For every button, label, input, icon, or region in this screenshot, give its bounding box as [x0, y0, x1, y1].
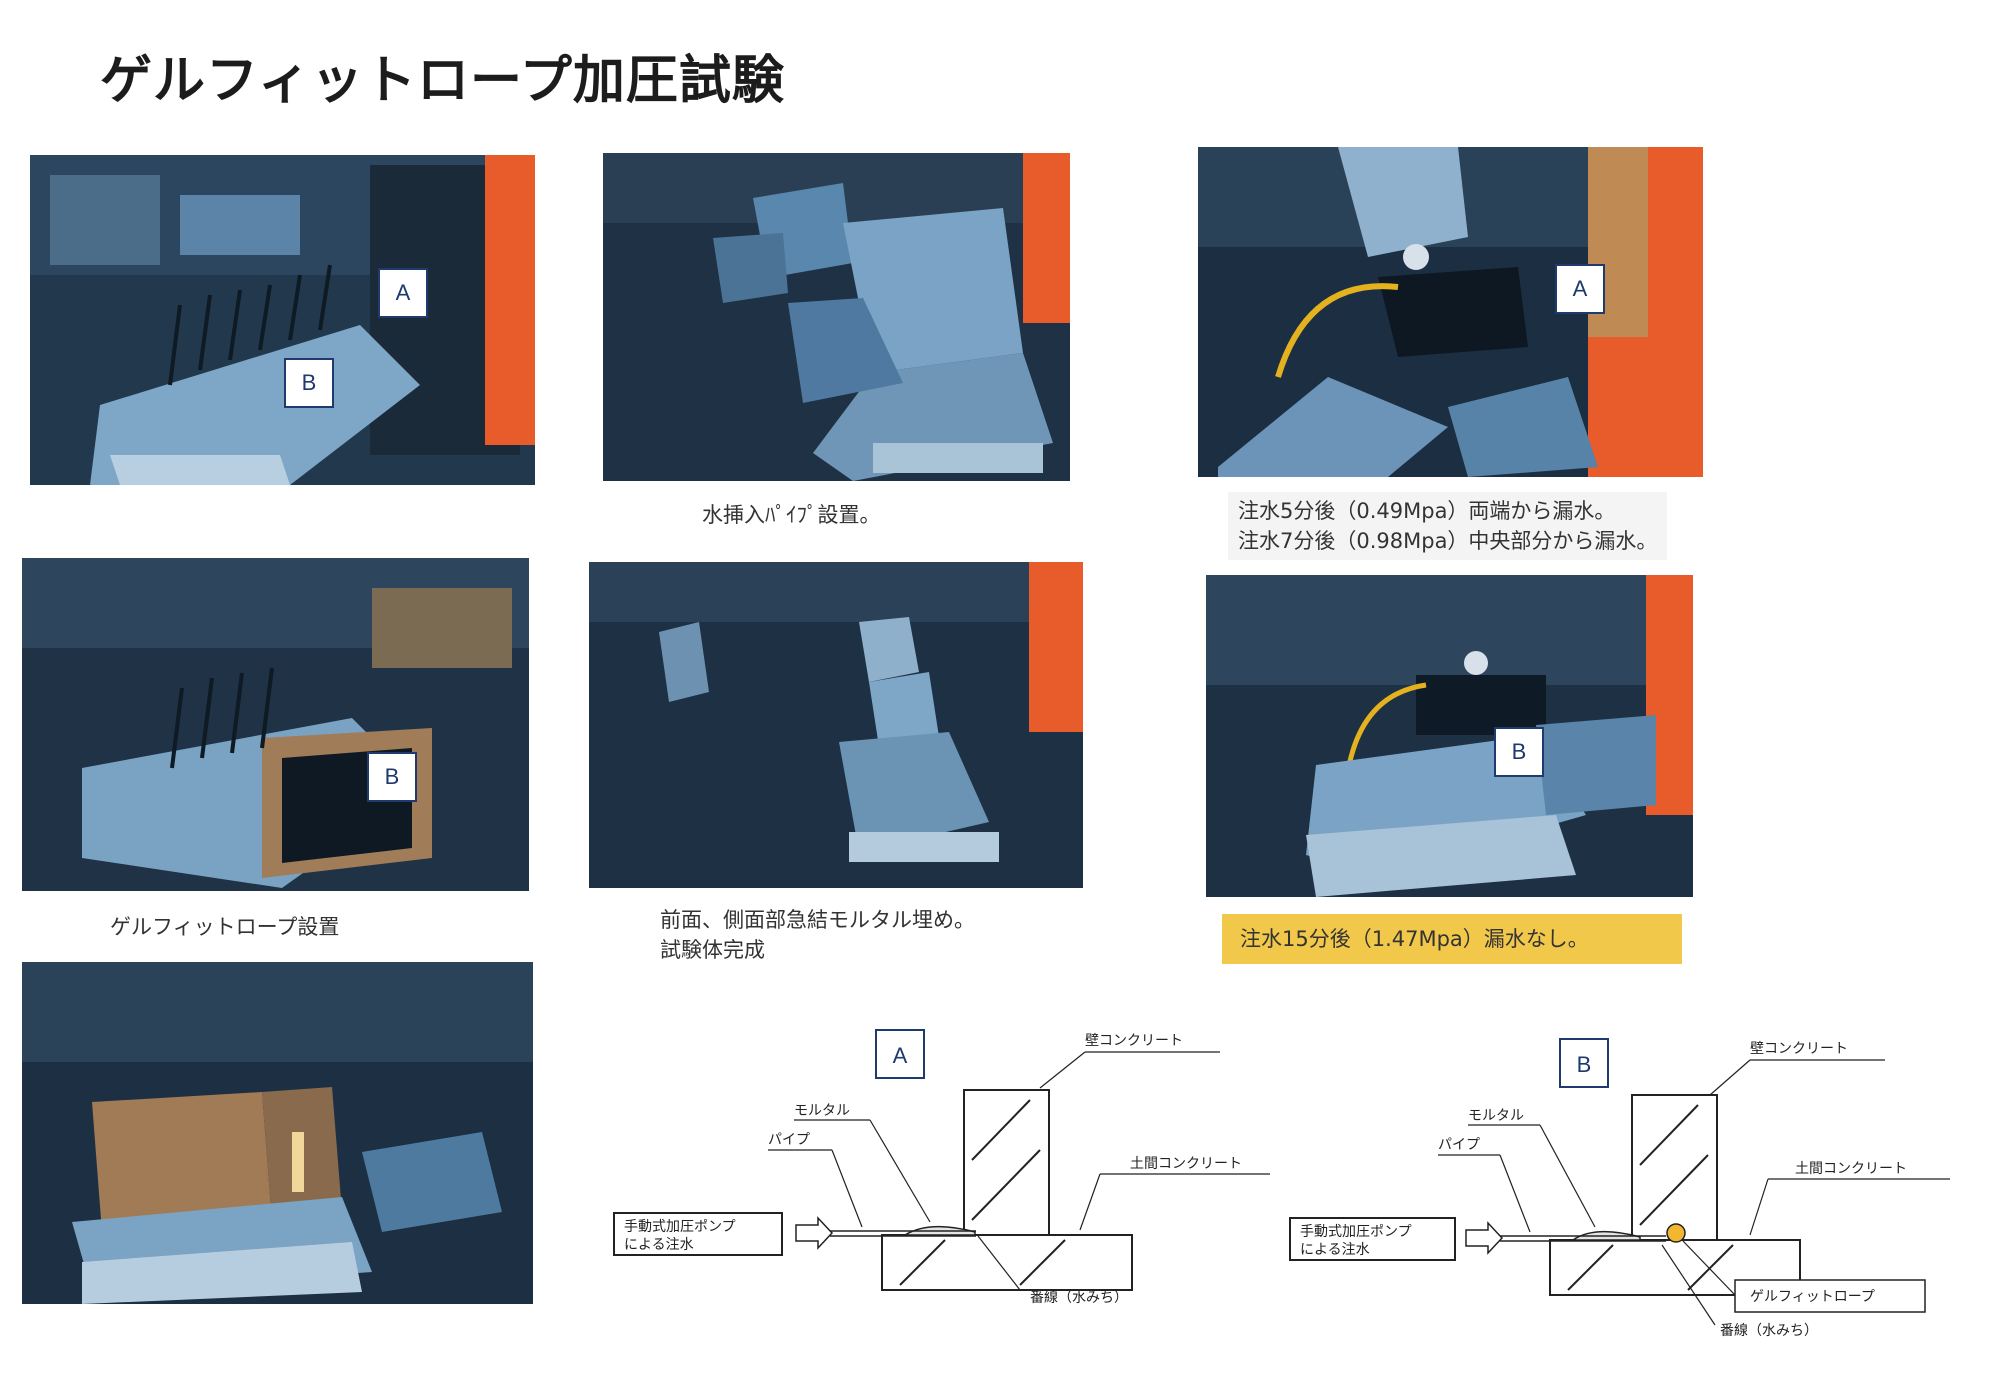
label-a-tag: A [378, 268, 428, 318]
caption-mortar-line-2: 試験体完成 [660, 938, 765, 962]
gelfit-label-b: ゲルフィットロープ [1750, 1289, 1875, 1305]
pump-label-a-line-1: 手動式加圧ポンプ [624, 1219, 736, 1235]
label-b-tag-test: B [1494, 727, 1544, 777]
floor-label-a: 土間コンクリート [1130, 1156, 1242, 1172]
diagram-a: A 手動式加圧ポンプ による注水 壁コンクリート モルタル パイプ 土間コンクリ… [600, 1020, 1280, 1340]
floor-concrete-a [881, 1234, 1133, 1291]
diagram-a-tag: A [893, 1043, 908, 1068]
wall-concrete-b [1631, 1094, 1718, 1241]
caption-gelfit-install: ゲルフィットロープ設置 [110, 915, 340, 939]
caption-pipe-install: 水挿入ﾊﾟｲﾌﾟ設置。 [702, 503, 881, 527]
mortar-label-a: モルタル [794, 1103, 850, 1119]
label-a-tag-test: A [1555, 264, 1605, 314]
caption-leak-line-1: 注水5分後（0.49Mpa）両端から漏水。 [1238, 499, 1616, 523]
pipe-label-b: パイプ [1438, 1137, 1480, 1153]
diagram-b: B 手動式加圧ポンプ による注水 壁コンクリート モルタル パイプ 土間コンクリ… [1289, 1025, 1990, 1355]
photo-pressure-test-b [1206, 575, 1693, 897]
wall-label-b: 壁コンクリート [1750, 1041, 1848, 1057]
arrow-icon [1465, 1221, 1504, 1255]
pump-label-b-line-2: による注水 [1300, 1242, 1370, 1258]
photo-mortar-fill [589, 562, 1083, 888]
photo-pipe-insert [603, 153, 1070, 481]
wall-concrete-a [963, 1089, 1050, 1236]
caption-leak-line-2: 注水7分後（0.98Mpa）中央部分から漏水。 [1238, 529, 1658, 553]
label-b-tag: B [284, 358, 334, 408]
caption-mortar-line-1: 前面、側面部急結モルタル埋め。 [660, 908, 975, 932]
diagram-b-tag: B [1577, 1052, 1592, 1077]
seam-label-b: 番線（水みち） [1720, 1323, 1818, 1339]
photo-pipe-setup-overview [30, 155, 535, 485]
caption-leak: 注水5分後（0.49Mpa）両端から漏水。 注水7分後（0.98Mpa）中央部分… [1228, 492, 1668, 560]
gelfit-rope-marker [1666, 1223, 1686, 1243]
caption-mortar: 前面、側面部急結モルタル埋め。 試験体完成 [660, 905, 975, 965]
pipe-label-a: パイプ [768, 1132, 810, 1148]
wall-label-a: 壁コンクリート [1085, 1033, 1183, 1049]
seam-label-a: 番線（水みち） [1030, 1290, 1128, 1306]
photo-test-specimen-complete [22, 962, 533, 1304]
photo-pressure-test-a [1198, 147, 1703, 477]
caption-no-leak: 注水15分後（1.47Mpa）漏水なし。 [1222, 914, 1682, 964]
mortar-label-b: モルタル [1468, 1108, 1524, 1124]
page-title: ゲルフィットロープ加圧試験 [100, 51, 785, 111]
photo-gelfit-install [22, 558, 529, 891]
pump-label-a-line-2: による注水 [624, 1237, 694, 1253]
pump-label-b-line-1: 手動式加圧ポンプ [1300, 1224, 1412, 1240]
label-b-tag-gelfit: B [367, 752, 417, 802]
arrow-icon [795, 1216, 834, 1250]
floor-label-b: 土間コンクリート [1795, 1161, 1907, 1177]
